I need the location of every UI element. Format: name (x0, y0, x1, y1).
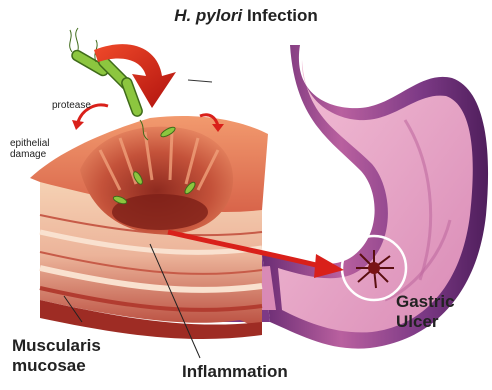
muscularis-mucosae-label: Muscularis mucosae (12, 336, 101, 376)
epithelial-damage-line2: damage (10, 149, 49, 160)
tissue-block (30, 116, 268, 339)
title-rest: Infection (242, 6, 318, 25)
epithelial-damage-label: epithelial damage (10, 138, 49, 160)
gastric-ulcer-line1: Gastric (396, 292, 455, 312)
crater-floor (112, 194, 208, 230)
pointer-line (188, 80, 212, 82)
title-organism: H. pylori (174, 6, 242, 25)
muscularis-line2: mucosae (12, 356, 101, 376)
protease-arrowhead (72, 120, 84, 130)
inflammation-label: Inflammation (182, 362, 288, 382)
gastric-ulcer-line2: Ulcer (396, 312, 455, 332)
gastric-ulcer-label: Gastric Ulcer (396, 292, 455, 332)
epithelial-damage-line1: epithelial (10, 138, 49, 149)
diagram-title: H. pylori Infection (0, 6, 492, 26)
protease-label: protease (52, 100, 91, 111)
muscularis-line1: Muscularis (12, 336, 101, 356)
